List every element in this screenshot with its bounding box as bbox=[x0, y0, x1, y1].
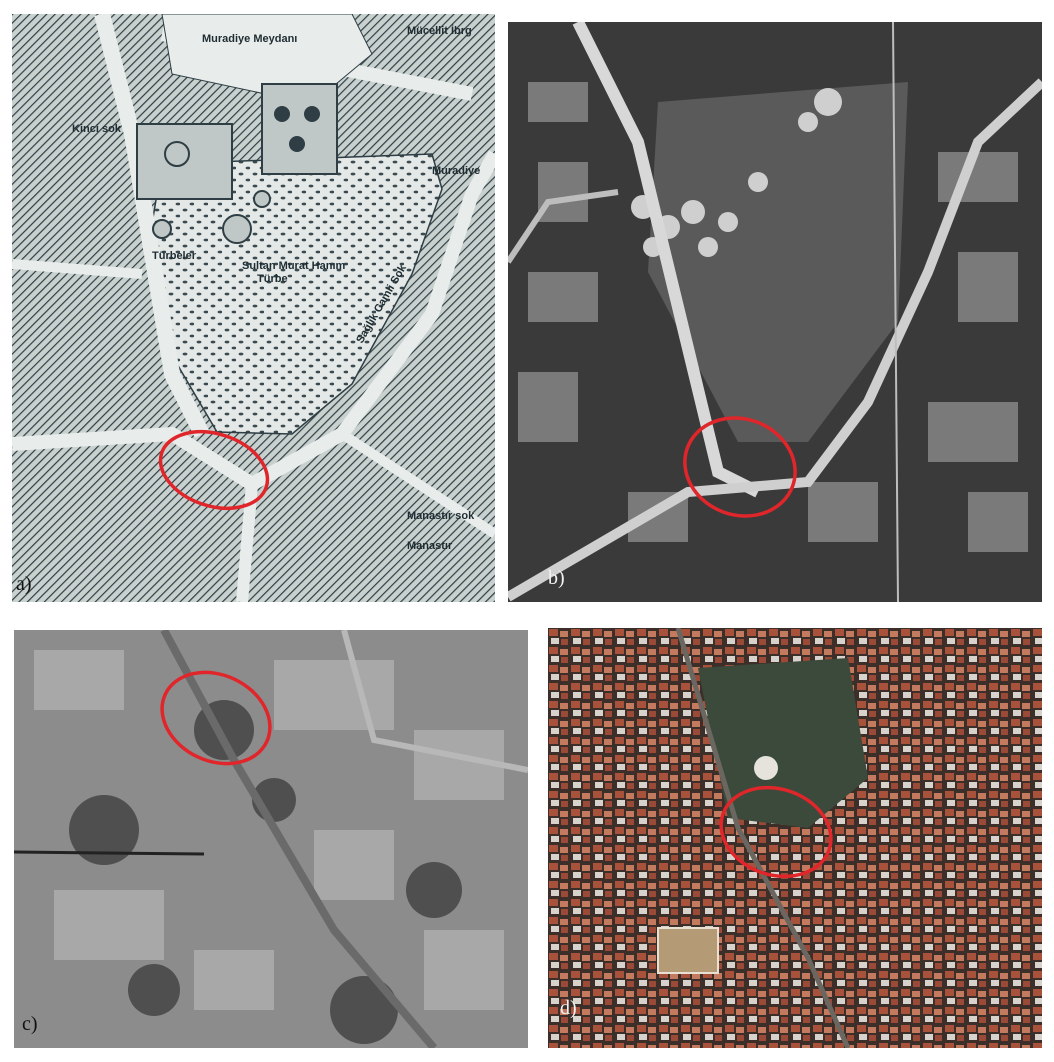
panel-c-aerial-photo: c) bbox=[14, 630, 528, 1048]
highlight-circle-d bbox=[719, 785, 833, 879]
label-muradiye-meydani: Muradiye Meydanı bbox=[202, 33, 297, 45]
panel-a-historic-map: Muradiye Meydanı Muradiye Mücellit İbrg … bbox=[12, 14, 495, 602]
historic-map-drawing: Muradiye Meydanı Muradiye Mücellit İbrg … bbox=[12, 14, 495, 602]
panel-tag-a: a) bbox=[16, 573, 32, 595]
label-manastir-sok: Manastır sok bbox=[407, 510, 475, 522]
panel-tag-b: b) bbox=[548, 567, 565, 589]
highlight-circle-c bbox=[160, 670, 272, 766]
label-sultan-murat: Sultan Murat Hanım bbox=[242, 260, 346, 272]
aerial-photo-c bbox=[14, 630, 528, 1048]
panel-d-satellite-image: d) bbox=[548, 628, 1042, 1048]
highlight-circle-a bbox=[158, 430, 270, 510]
satellite-image-d bbox=[548, 628, 1042, 1048]
label-manastir: Manastır bbox=[407, 540, 453, 552]
label-muradiye: Muradiye bbox=[432, 165, 480, 177]
panel-b-aerial-photo: b) bbox=[508, 22, 1042, 602]
label-mucellit: Mücellit İbrg bbox=[407, 24, 472, 37]
highlight-circle-b bbox=[683, 416, 797, 518]
label-turbeler: Türbeler bbox=[152, 250, 197, 262]
panel-tag-c: c) bbox=[22, 1013, 38, 1035]
aerial-photo-b bbox=[508, 22, 1042, 602]
panel-tag-d: d) bbox=[560, 997, 577, 1019]
label-kinci-sok: Kinci sok bbox=[72, 123, 122, 135]
label-turbe: Türbe bbox=[257, 273, 288, 285]
